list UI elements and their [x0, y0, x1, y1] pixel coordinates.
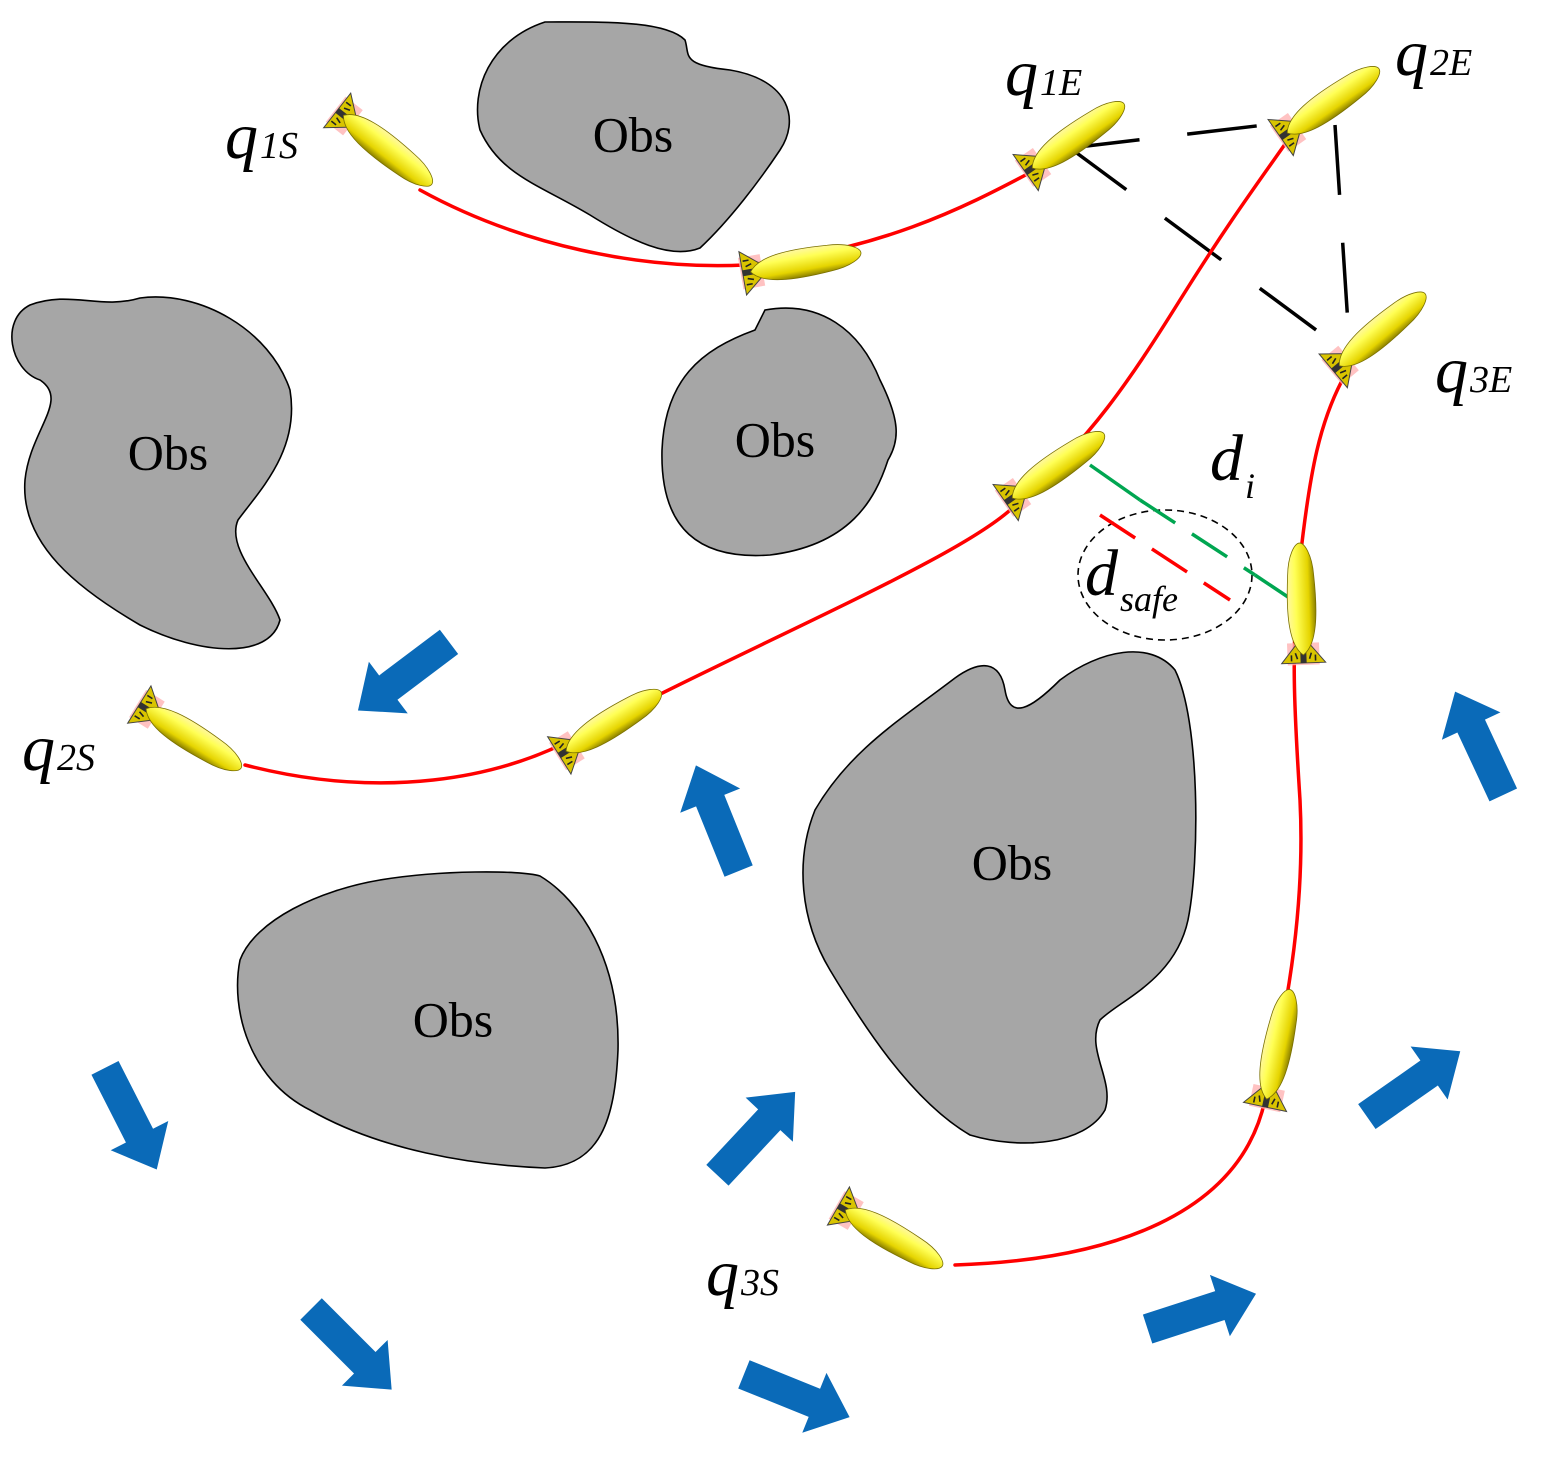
trajectory-3 — [953, 373, 1347, 1267]
current-arrow-icon — [76, 1053, 186, 1185]
svg-text:q3S: q3S — [706, 1237, 779, 1310]
label-q2e: q2E — [1395, 17, 1472, 90]
label-q2s: q2S — [22, 712, 95, 785]
obstacle-label: Obs — [972, 834, 1053, 890]
obstacle-label: Obs — [593, 106, 674, 162]
current-arrow-icon — [1425, 677, 1533, 809]
auv-icon — [1316, 276, 1441, 390]
obstacle-1: Obs — [476, 21, 791, 253]
label-q1s: q1S — [225, 100, 298, 173]
auv-icon — [1242, 984, 1313, 1115]
svg-text:q2S: q2S — [22, 712, 95, 785]
current-arrow-icon — [338, 616, 469, 737]
svg-text:q3E: q3E — [1435, 334, 1512, 407]
label-q1e: q1E — [1005, 37, 1082, 110]
svg-text:q1E: q1E — [1005, 37, 1082, 110]
auv-icon — [1276, 541, 1327, 667]
formation-lines — [1068, 120, 1352, 357]
obstacle-label: Obs — [735, 411, 816, 467]
svg-text:q2E: q2E — [1395, 17, 1472, 90]
trajectory-2 — [243, 128, 1297, 785]
label-q3s: q3S — [706, 1237, 779, 1310]
current-arrow-icon — [665, 753, 769, 884]
current-arrow-icon — [693, 1069, 819, 1198]
obstacle-3: Obs — [661, 307, 897, 557]
svg-text:q1S: q1S — [225, 100, 298, 173]
auv-icon — [736, 230, 866, 297]
svg-text:di: di — [1210, 422, 1255, 506]
current-arrow-icon — [1348, 1024, 1479, 1144]
obstacle-label: Obs — [413, 991, 494, 1047]
obstacle-5: Obs — [236, 871, 619, 1169]
obstacle-4: Obs — [802, 651, 1197, 1144]
current-arrow-icon — [288, 1286, 415, 1413]
label-q3e: q3E — [1435, 334, 1512, 407]
current-arrow-icon — [1137, 1263, 1266, 1360]
label-di: di — [1210, 422, 1255, 506]
auv-icon — [545, 672, 674, 776]
label-dsafe: dsafe — [1085, 537, 1178, 619]
svg-text:dsafe: dsafe — [1085, 537, 1178, 619]
auv-icon — [321, 91, 447, 203]
obstacle-2: Obs — [11, 296, 293, 650]
current-arrow-icon — [731, 1344, 862, 1448]
auv-icon — [125, 684, 254, 788]
auv-icon — [824, 1185, 955, 1286]
distance-annotation — [1077, 463, 1301, 641]
obstacle-label: Obs — [128, 424, 209, 480]
auv-icon — [1265, 49, 1393, 158]
